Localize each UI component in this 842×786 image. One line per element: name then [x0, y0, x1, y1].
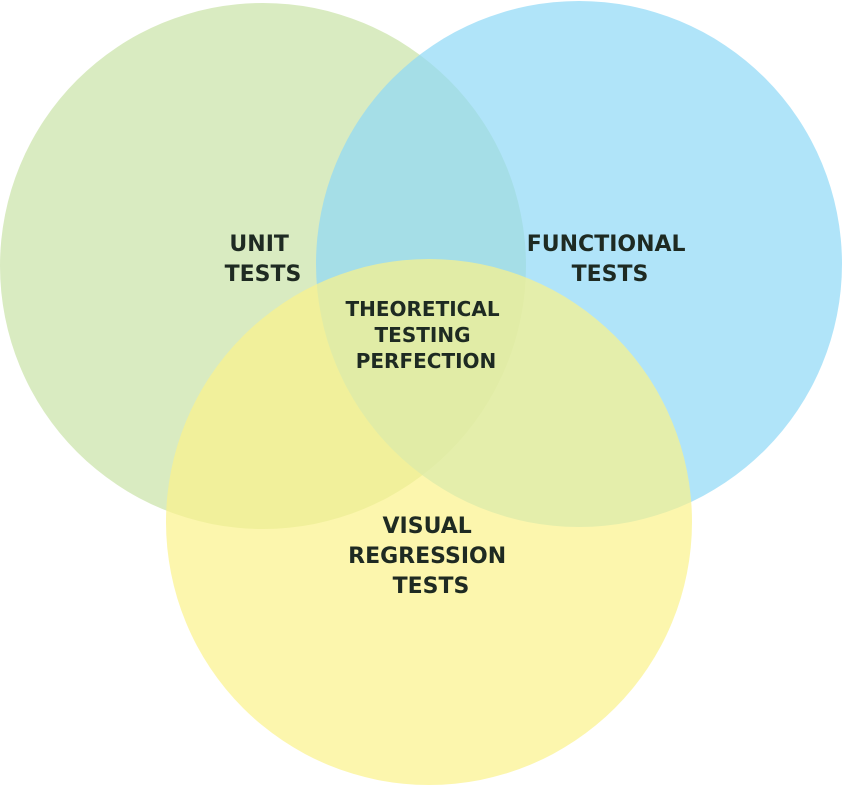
label-theoretical-testing-perfection: THEORETICAL TESTING PERFECTION — [345, 297, 506, 373]
label-visual-regression-tests: VISUAL REGRESSION TESTS — [348, 514, 514, 599]
label-unit-tests: UNIT TESTS — [225, 232, 302, 287]
circle-visual-regression-tests — [166, 259, 692, 785]
label-functional-tests: FUNCTIONAL TESTS — [527, 232, 693, 287]
